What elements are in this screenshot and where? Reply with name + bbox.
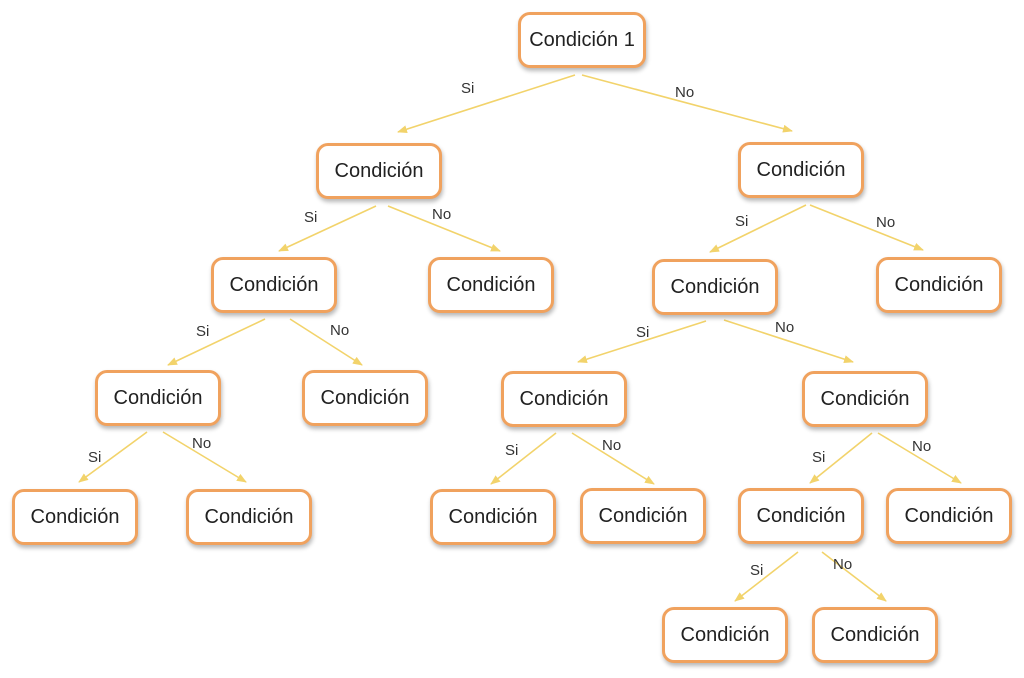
edge-arrow-n9-n12 [723, 319, 854, 364]
node-n13: Condición [430, 489, 556, 545]
edge-label-n12-n16: No [912, 438, 932, 455]
node-label: Condición 1 [529, 28, 635, 51]
node-n1: Condición [316, 143, 442, 199]
edge-arrow-n3-n5 [167, 318, 266, 366]
node-label: Condición [30, 505, 120, 528]
node-label: Condición [756, 158, 846, 181]
edge-label-n1-n3: Si [304, 209, 318, 226]
node-n6: Condición [302, 370, 428, 426]
node-label: Condición [519, 387, 609, 410]
node-label: Condición [229, 273, 319, 296]
edge-label-n0-n1: Si [461, 80, 475, 97]
edge-label-n2-n10: No [876, 214, 896, 231]
edge-arrow-n0-n2 [581, 74, 793, 133]
edge-arrow-n1-n4 [387, 205, 501, 252]
node-label: Condición [680, 623, 770, 646]
edge-arrow-n2-n9 [709, 204, 807, 253]
node-label: Condición [904, 504, 994, 527]
edge-arrow-n0-n1 [397, 74, 576, 134]
node-n0: Condición 1 [518, 12, 646, 68]
edge-label-n5-n7: Si [88, 449, 102, 466]
node-label: Condición [670, 275, 760, 298]
node-n12: Condición [802, 371, 928, 427]
edge-label-n0-n2: No [675, 84, 695, 101]
node-n16: Condición [886, 488, 1012, 544]
node-label: Condición [113, 386, 203, 409]
edge-label-n2-n9: Si [735, 213, 749, 230]
edge-label-n15-n18: No [833, 556, 853, 573]
node-n5: Condición [95, 370, 221, 426]
node-n15: Condición [738, 488, 864, 544]
node-label: Condición [830, 623, 920, 646]
edge-label-n11-n14: No [602, 437, 622, 454]
node-label: Condición [446, 273, 536, 296]
node-n10: Condición [876, 257, 1002, 313]
edge-arrow-n15-n17 [734, 551, 799, 602]
edge-arrow-n3-n6 [289, 318, 363, 366]
edge-label-n1-n4: No [432, 206, 452, 223]
node-n4: Condición [428, 257, 554, 313]
edge-label-n11-n13: Si [505, 442, 519, 459]
edge-label-n9-n12: No [775, 319, 795, 336]
node-label: Condición [320, 386, 410, 409]
node-n7: Condición [12, 489, 138, 545]
edge-label-n15-n17: Si [750, 562, 764, 579]
node-n3: Condición [211, 257, 337, 313]
edge-arrow-n5-n7 [78, 431, 148, 483]
node-label: Condición [334, 159, 424, 182]
edge-label-n3-n5: Si [196, 323, 210, 340]
edge-arrow-n11-n14 [571, 432, 655, 485]
node-label: Condición [448, 505, 538, 528]
edge-label-n5-n8: No [192, 435, 212, 452]
edge-label-n12-n15: Si [812, 449, 826, 466]
edge-arrow-n11-n13 [490, 432, 557, 485]
node-label: Condición [894, 273, 984, 296]
node-n18: Condición [812, 607, 938, 663]
node-label: Condición [756, 504, 846, 527]
node-n9: Condición [652, 259, 778, 315]
edge-arrow-n12-n16 [877, 432, 962, 484]
edge-arrow-n2-n10 [809, 204, 924, 251]
node-n11: Condición [501, 371, 627, 427]
edge-arrow-n9-n11 [577, 320, 707, 364]
node-label: Condición [598, 504, 688, 527]
edge-arrow-n15-n18 [821, 551, 887, 602]
edge-label-n3-n6: No [330, 322, 350, 339]
edge-label-n9-n11: Si [636, 324, 650, 341]
node-n2: Condición [738, 142, 864, 198]
node-label: Condición [820, 387, 910, 410]
node-n14: Condición [580, 488, 706, 544]
edge-arrow-n12-n15 [809, 432, 873, 484]
edge-arrow-n5-n8 [162, 431, 247, 483]
node-label: Condición [204, 505, 294, 528]
node-n8: Condición [186, 489, 312, 545]
node-n17: Condición [662, 607, 788, 663]
edge-arrow-n1-n3 [278, 205, 377, 252]
